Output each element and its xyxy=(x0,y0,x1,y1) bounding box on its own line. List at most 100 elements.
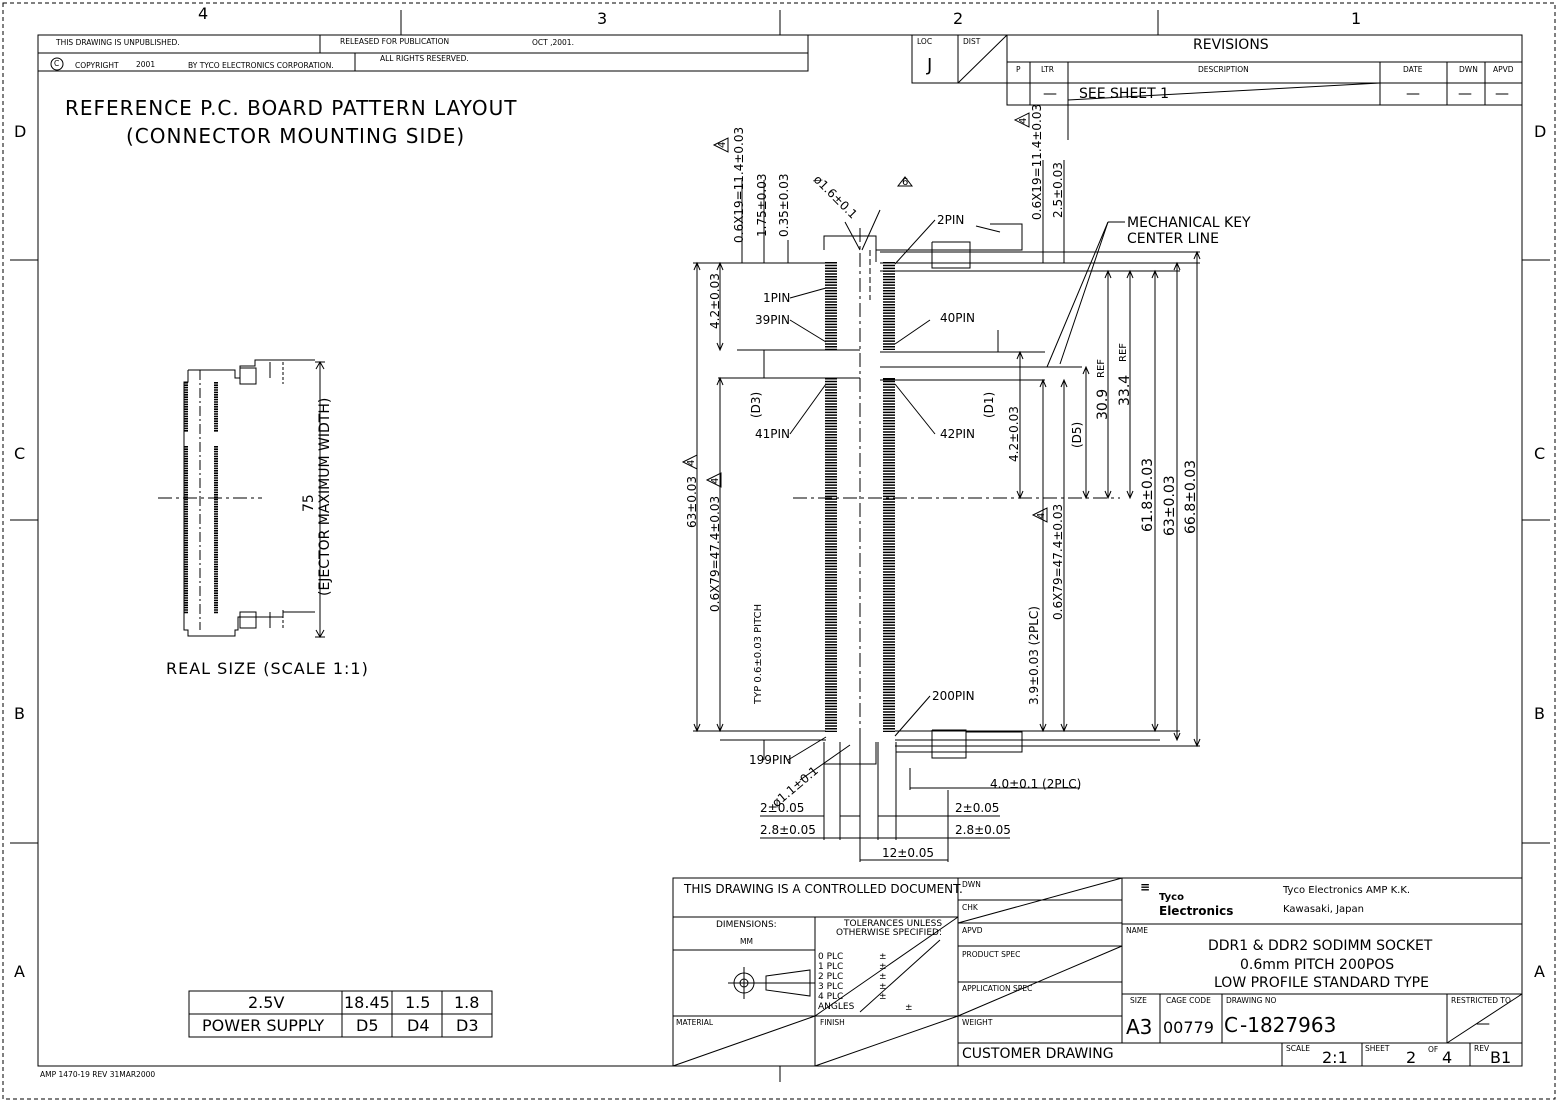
real-size-caption: REAL SIZE (SCALE 1:1) xyxy=(166,659,369,678)
dim-61-8: 61.8±0.03 xyxy=(1140,457,1156,532)
finish-label: FINISH xyxy=(820,1018,845,1027)
tol-2-plc: 2 PLC xyxy=(818,972,844,982)
mech-key-label: MECHANICAL KEY xyxy=(1127,215,1251,231)
tolerances-label: TOLERANCES UNLESS xyxy=(844,919,943,929)
tol-angles-pm: ± xyxy=(905,1003,913,1013)
pin-1-label: 1PIN xyxy=(763,291,791,305)
dim-63-left: 63±0.03 xyxy=(685,475,699,528)
note-4-b: 4 xyxy=(1018,117,1029,124)
view-subtitle: (CONNECTOR MOUNTING SIDE) xyxy=(126,124,466,148)
copyright-label: COPYRIGHT xyxy=(75,61,119,70)
sheet-label: SHEET xyxy=(1365,1044,1390,1053)
dim-63-right: 63±0.03 xyxy=(1162,475,1178,536)
view-title: REFERENCE P.C. BOARD PATTERN LAYOUT xyxy=(65,96,518,120)
restricted-value: — xyxy=(1476,1016,1490,1032)
cage-code-label: CAGE CODE xyxy=(1166,996,1211,1005)
controlled-note: THIS DRAWING IS A CONTROLLED DOCUMENT. xyxy=(684,882,963,896)
dim-2-5: 2.5±0.03 xyxy=(1051,162,1065,218)
application-spec-label: APPLICATION SPEC xyxy=(962,984,1033,993)
product-spec-label: PRODUCT SPEC xyxy=(962,950,1021,959)
dim-2-8-left: 2.8±0.05 xyxy=(760,823,816,837)
dimensions-label: DIMENSIONS: xyxy=(716,920,777,930)
pin-2-label: 2PIN xyxy=(937,213,965,227)
power-d3-label: D3 xyxy=(456,1016,479,1035)
rev-header-description: DESCRIPTION xyxy=(1198,65,1249,74)
zone-right-d: D xyxy=(1534,122,1547,141)
release-date: OCT ,2001. xyxy=(532,38,574,47)
power-d5-value: 18.45 xyxy=(344,993,390,1012)
copyright-year: 2001 xyxy=(136,60,156,69)
pin-200-label: 200PIN xyxy=(932,689,975,703)
dim-3-9: 3.9±0.03 (2PLC) xyxy=(1027,606,1041,705)
zone-top-1: 1 xyxy=(1351,9,1362,28)
tol-angles: ANGLES xyxy=(818,1002,855,1012)
rev-date: — xyxy=(1406,86,1420,102)
rev-value: B1 xyxy=(1490,1048,1512,1067)
mech-key-label-2: CENTER LINE xyxy=(1127,231,1219,247)
loc-value: J xyxy=(927,55,933,76)
name-label: NAME xyxy=(1126,926,1148,935)
tol-1-pm: ± xyxy=(879,962,887,972)
note-6: 6 xyxy=(902,177,909,188)
tol-0-pm: ± xyxy=(879,952,887,962)
zone-right-c: C xyxy=(1534,444,1546,463)
tol-0-plc: 0 PLC xyxy=(818,952,844,962)
rev-header-ltr: LTR xyxy=(1041,65,1054,74)
dim-2-right: 2±0.05 xyxy=(955,801,1000,815)
drawing-number: -1827963 xyxy=(1240,1013,1337,1037)
rev-header-p: P xyxy=(1016,65,1021,74)
customer-drawing: CUSTOMER DRAWING xyxy=(962,1046,1114,1062)
company-name: Tyco Electronics AMP K.K. xyxy=(1283,885,1411,896)
tolerances-label-2: OTHERWISE SPECIFIED: xyxy=(836,928,942,938)
dim-d5: (D5) xyxy=(1070,421,1084,448)
scale-value: 2:1 xyxy=(1322,1048,1348,1067)
dim-4-2-right: 4.2±0.03 xyxy=(1007,406,1021,462)
tol-2-pm: ± xyxy=(879,972,887,982)
dim-d1: (D1) xyxy=(982,391,996,418)
zone-left-a: A xyxy=(14,962,25,981)
part-name-2: 0.6mm PITCH 200POS xyxy=(1240,957,1395,973)
zone-left-b: B xyxy=(14,704,25,723)
copyright-symbol: C xyxy=(54,59,60,68)
pin-39-label: 39PIN xyxy=(755,313,791,327)
dim-1-75: 1.75±0.03 xyxy=(755,173,769,238)
loc-label: LOC xyxy=(917,37,933,46)
tol-3-pm: ± xyxy=(879,982,887,992)
released-note: RELEASED FOR PUBLICATION xyxy=(340,37,450,46)
rev-header-date: DATE xyxy=(1403,65,1423,74)
sheet-value: 2 xyxy=(1406,1048,1417,1067)
copyright-holder: BY TYCO ELECTRONICS CORPORATION. xyxy=(188,61,334,70)
zone-right-a: A xyxy=(1534,962,1545,981)
dim-0-6x19-left: 0.6X19=11.4±0.03 xyxy=(732,126,746,243)
zone-top-4: 4 xyxy=(198,4,209,23)
dim-66-8: 66.8±0.03 xyxy=(1183,459,1199,534)
sheet-size: A3 xyxy=(1126,1015,1153,1039)
dim-33-4: 33.4 xyxy=(1117,374,1133,406)
zone-top-2: 2 xyxy=(953,9,964,28)
size-label: SIZE xyxy=(1130,996,1147,1005)
dim-d3: (D3) xyxy=(749,391,763,418)
company-logo-word-2: Electronics xyxy=(1159,904,1234,918)
dist-label: DIST xyxy=(963,37,981,46)
note-4-e: 4 xyxy=(1036,512,1047,519)
dim-typ-pitch: TYP 0.6±0.03 PITCH xyxy=(753,603,764,704)
dim-33-4-ref: REF xyxy=(1118,342,1129,362)
form-footer: AMP 1470-19 REV 31MAR2000 xyxy=(40,1070,156,1079)
tol-4-plc: 4 PLC xyxy=(818,992,844,1002)
power-d3-value: 1.8 xyxy=(454,993,480,1012)
dim-12: 12±0.05 xyxy=(882,846,935,860)
zone-left-c: C xyxy=(14,444,26,463)
dim-30-9-ref: REF xyxy=(1096,358,1107,378)
apvd-label: APVD xyxy=(962,926,983,935)
company-city: Kawasaki, Japan xyxy=(1283,904,1364,915)
dim-0-6x19-right: 0.6X19=11.4±0.03 xyxy=(1030,103,1044,220)
weight-label: WEIGHT xyxy=(962,1018,993,1027)
pin-199-label: 199PIN xyxy=(749,753,792,767)
restricted-label: RESTRICTED TO xyxy=(1451,996,1511,1005)
real-size-dim: 75 xyxy=(301,494,317,512)
dwn-label: DWN xyxy=(962,880,981,889)
dim-0-35: 0.35±0.03 xyxy=(777,173,791,238)
zone-right-b: B xyxy=(1534,704,1545,723)
drawing-no-label: DRAWING NO xyxy=(1226,996,1277,1005)
